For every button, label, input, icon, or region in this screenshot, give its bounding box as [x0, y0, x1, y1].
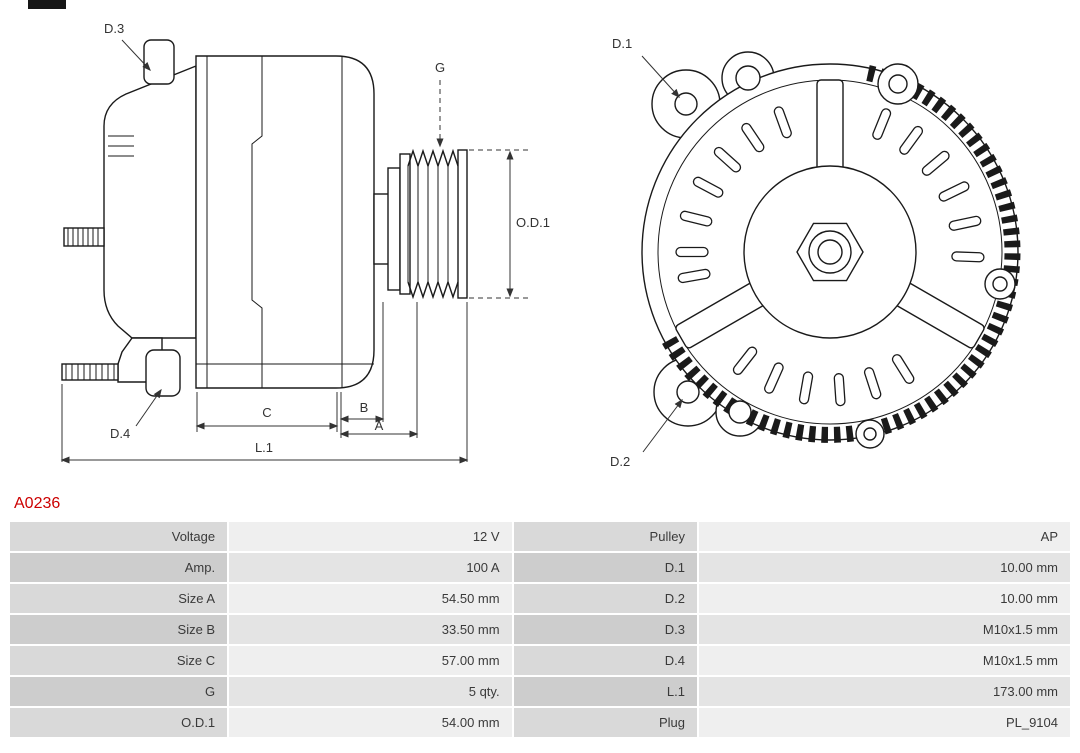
label-dim-a: A — [375, 418, 384, 433]
top-edge-fragment — [28, 0, 66, 9]
part-number: A0236 — [14, 495, 61, 512]
spec-label: Amp. — [10, 553, 228, 582]
label-d3: D.3 — [104, 21, 124, 36]
hub — [743, 165, 917, 339]
label-g: G — [435, 60, 445, 75]
spec-value: M10x1.5 mm — [698, 646, 1070, 675]
spec-value: AP — [698, 522, 1070, 551]
vent-slots — [675, 106, 985, 407]
spec-label: Size A — [10, 584, 228, 613]
table-row: G 5 qty. L.1 173.00 mm — [10, 677, 1070, 706]
spec-value: 54.00 mm — [229, 708, 512, 737]
table-row: Size A 54.50 mm D.2 10.00 mm — [10, 584, 1070, 613]
spec-label: D.2 — [513, 584, 697, 613]
technical-drawings: G O.D.1 D.3 D.4 C B A L.1 — [60, 21, 1021, 469]
mount-hole-d2 — [676, 380, 700, 404]
spec-value: 57.00 mm — [229, 646, 512, 675]
spec-value: 173.00 mm — [698, 677, 1070, 706]
table-row: Amp. 100 A D.1 10.00 mm — [10, 553, 1070, 582]
table-row: O.D.1 54.00 mm Plug PL_9104 — [10, 708, 1070, 737]
table-row: Voltage 12 V Pulley AP — [10, 522, 1070, 551]
spec-label: Pulley — [513, 522, 697, 551]
top-ear — [143, 39, 175, 85]
label-d1: D.1 — [612, 36, 632, 51]
spec-value: 10.00 mm — [698, 553, 1070, 582]
table-row: Size B 33.50 mm D.3 M10x1.5 mm — [10, 615, 1070, 644]
spec-value: M10x1.5 mm — [698, 615, 1070, 644]
bottom-ear — [145, 349, 181, 397]
table-row: Size C 57.00 mm D.4 M10x1.5 mm — [10, 646, 1070, 675]
alternator-drawing-svg: G O.D.1 D.3 D.4 C B A L.1 — [60, 21, 1021, 469]
terminal-stud — [63, 227, 105, 247]
front-view: D.1 D.2 — [610, 36, 1021, 469]
label-d2: D.2 — [610, 454, 630, 469]
pulley — [399, 148, 468, 300]
spec-value: 5 qty. — [229, 677, 512, 706]
spec-label: Size C — [10, 646, 228, 675]
spec-label: D.4 — [513, 646, 697, 675]
rear-housing — [103, 64, 197, 339]
spec-label: D.3 — [513, 615, 697, 644]
spec-label: D.1 — [513, 553, 697, 582]
spec-label: Size B — [10, 615, 228, 644]
spec-value: 100 A — [229, 553, 512, 582]
label-dim-l1: L.1 — [255, 440, 273, 455]
label-dim-c: C — [262, 405, 271, 420]
label-d4: D.4 — [110, 426, 130, 441]
spec-label: Voltage — [10, 522, 228, 551]
spec-value: PL_9104 — [698, 708, 1070, 737]
spec-table: Voltage 12 V Pulley AP Amp. 100 A D.1 10… — [8, 520, 1072, 739]
spec-value: 10.00 mm — [698, 584, 1070, 613]
spec-value: 54.50 mm — [229, 584, 512, 613]
spec-label: Plug — [513, 708, 697, 737]
label-dim-b: B — [360, 400, 369, 415]
side-view: G O.D.1 D.3 D.4 C B A L.1 — [60, 21, 550, 464]
spec-label: O.D.1 — [10, 708, 228, 737]
front-bracket — [195, 55, 375, 389]
mount-hole-d1 — [674, 92, 698, 116]
label-od1: O.D.1 — [516, 215, 550, 230]
spec-label: G — [10, 677, 228, 706]
spec-value: 33.50 mm — [229, 615, 512, 644]
spacer — [387, 167, 401, 291]
spec-label: L.1 — [513, 677, 697, 706]
spec-value: 12 V — [229, 522, 512, 551]
